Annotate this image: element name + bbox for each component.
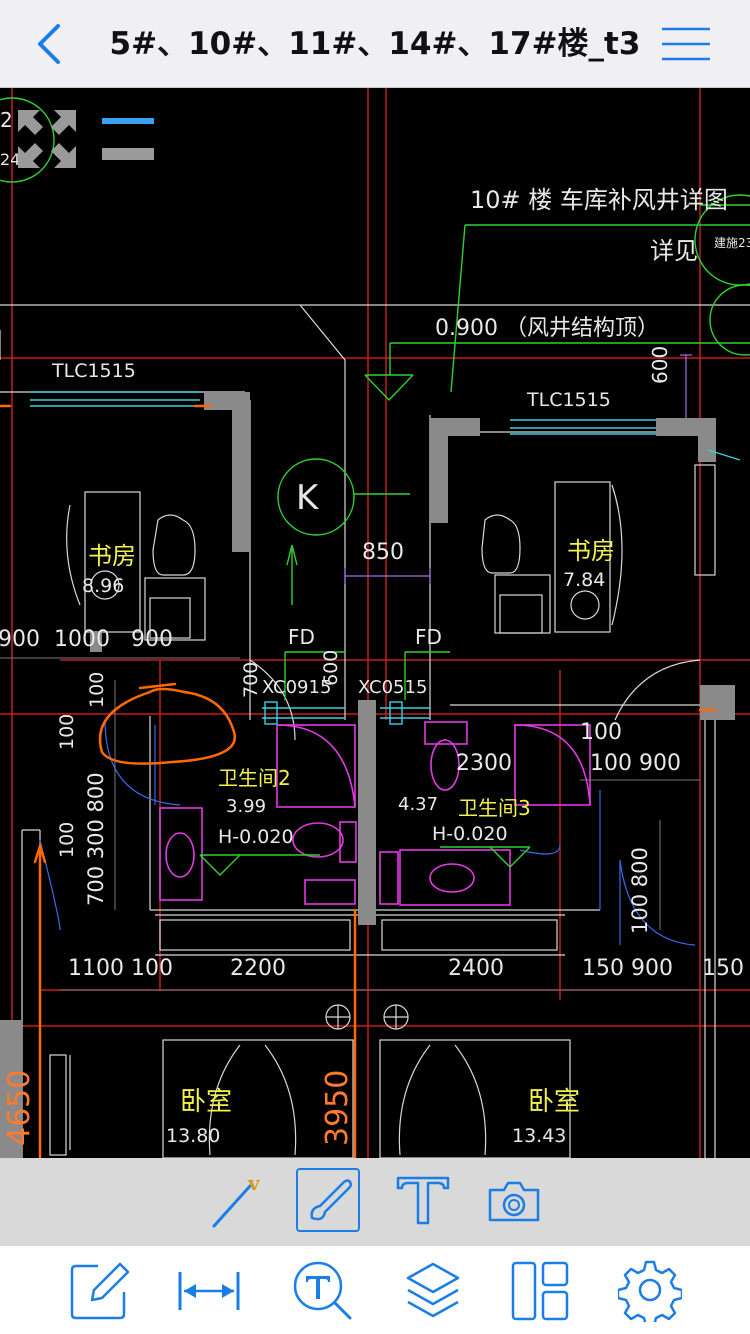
axis-k-label: K: [296, 478, 319, 518]
fullscreen-arrows-icon: [18, 110, 76, 168]
bathroom3-area: 4.37: [398, 794, 439, 815]
bathroom3-label: 卫生间3: [458, 796, 531, 820]
bathroom3-height: H-0.020: [432, 823, 508, 845]
chevron-left-icon: [38, 24, 60, 64]
dim-600-top: 600: [648, 345, 672, 384]
measure-button[interactable]: [176, 1268, 242, 1314]
line-weight-icon: [102, 118, 154, 160]
cad-drawing: [0, 88, 750, 1158]
text-search-icon: [293, 1261, 352, 1320]
text-search-button[interactable]: [290, 1258, 356, 1324]
settings-button[interactable]: [618, 1258, 682, 1322]
dim-1100-100: 1100 100: [68, 956, 173, 981]
dim-100-right: 100: [580, 720, 622, 745]
dim-150-900: 150 900: [582, 956, 673, 981]
line-tool[interactable]: v: [208, 1170, 270, 1232]
bathroom2-area: 3.99: [226, 796, 267, 817]
dim-3950: 3950: [320, 1069, 355, 1146]
top-bar: 5#、10#、11#、14#、17#楼_t3: [0, 0, 750, 88]
dim-2400: 2400: [448, 956, 504, 981]
dim-2300: 2300: [456, 751, 512, 776]
edit-icon: [70, 1262, 130, 1320]
cad-drawing-canvas[interactable]: 10# 楼 车库补风井详图 详见 建施23 0.900 （风井结构顶） TLC1…: [0, 88, 750, 1158]
study-left-label: 书房: [88, 542, 136, 570]
xc0515-label: XC0515: [358, 677, 428, 698]
layout-button[interactable]: [510, 1260, 570, 1322]
pen-line-icon: v: [212, 1171, 261, 1228]
bedroom-left-label: 卧室: [180, 1087, 233, 1117]
dim-4650: 4650: [2, 1069, 37, 1146]
study-left-area: 8.96: [82, 575, 125, 597]
main-toolbar: [0, 1246, 750, 1334]
bathroom2-label: 卫生间2: [218, 766, 291, 790]
xc0915-label: XC0915: [262, 677, 332, 698]
back-button[interactable]: [30, 22, 70, 66]
menu-button[interactable]: [660, 24, 712, 64]
window-tag-left: TLC1515: [52, 360, 136, 382]
bedroom-left-area: 13.80: [166, 1125, 221, 1147]
bedroom-right-area: 13.43: [512, 1125, 567, 1147]
dim-2200: 2200: [230, 956, 286, 981]
dim-100-a: 100: [86, 671, 108, 708]
dim-850: 850: [362, 540, 404, 565]
edit-button[interactable]: [68, 1260, 130, 1322]
see-detail-label: 详见: [650, 237, 698, 265]
fullscreen-button[interactable]: [16, 108, 78, 170]
drawing-toolbar: v: [0, 1158, 750, 1246]
dim-150: 150: [702, 956, 744, 981]
measure-arrow-icon: [178, 1272, 240, 1310]
hamburger-menu-icon: [662, 27, 710, 61]
text-t-icon: [396, 1176, 450, 1225]
text-tool[interactable]: [392, 1170, 454, 1232]
camera-tool[interactable]: [484, 1172, 544, 1232]
camera-icon: [488, 1181, 540, 1222]
line-weight-button[interactable]: [100, 112, 156, 164]
drawing-title: 5#、10#、11#、14#、17#楼_t3: [109, 26, 641, 62]
dim-700: 700: [240, 661, 262, 698]
study-right-area: 7.84: [563, 569, 606, 591]
dim-vertical-left: 700 300 800: [84, 772, 108, 906]
dim-100-c: 100: [56, 821, 78, 858]
elevation-label: 0.900 （风井结构顶）: [435, 316, 659, 341]
fd-left-label: FD: [288, 625, 315, 649]
dim-row-study: 900 1000 900: [0, 627, 173, 652]
study-right-label: 书房: [567, 537, 615, 565]
fd-right-label: FD: [415, 625, 442, 649]
dim-100-900: 100 900: [590, 751, 681, 776]
brush-tool[interactable]: [296, 1168, 360, 1232]
corner-label-24: 24: [0, 150, 21, 169]
dim-100-800: 100 800: [628, 847, 652, 934]
line-badge: v: [247, 1171, 261, 1195]
brush-icon: [310, 1179, 353, 1221]
corner-label-2: 2: [0, 108, 13, 132]
window-tag-right: TLC1515: [527, 389, 611, 411]
gear-icon: [618, 1260, 682, 1322]
bathroom2-height: H-0.020: [218, 826, 294, 848]
layers-icon: [406, 1262, 460, 1318]
ref-tag-label: 建施23: [714, 236, 750, 250]
bedroom-right-label: 卧室: [528, 1087, 581, 1117]
layout-icon: [511, 1261, 569, 1321]
dim-100-b: 100: [56, 713, 78, 750]
title-note: 10# 楼 车库补风井详图: [470, 186, 728, 214]
layers-button[interactable]: [404, 1260, 462, 1322]
